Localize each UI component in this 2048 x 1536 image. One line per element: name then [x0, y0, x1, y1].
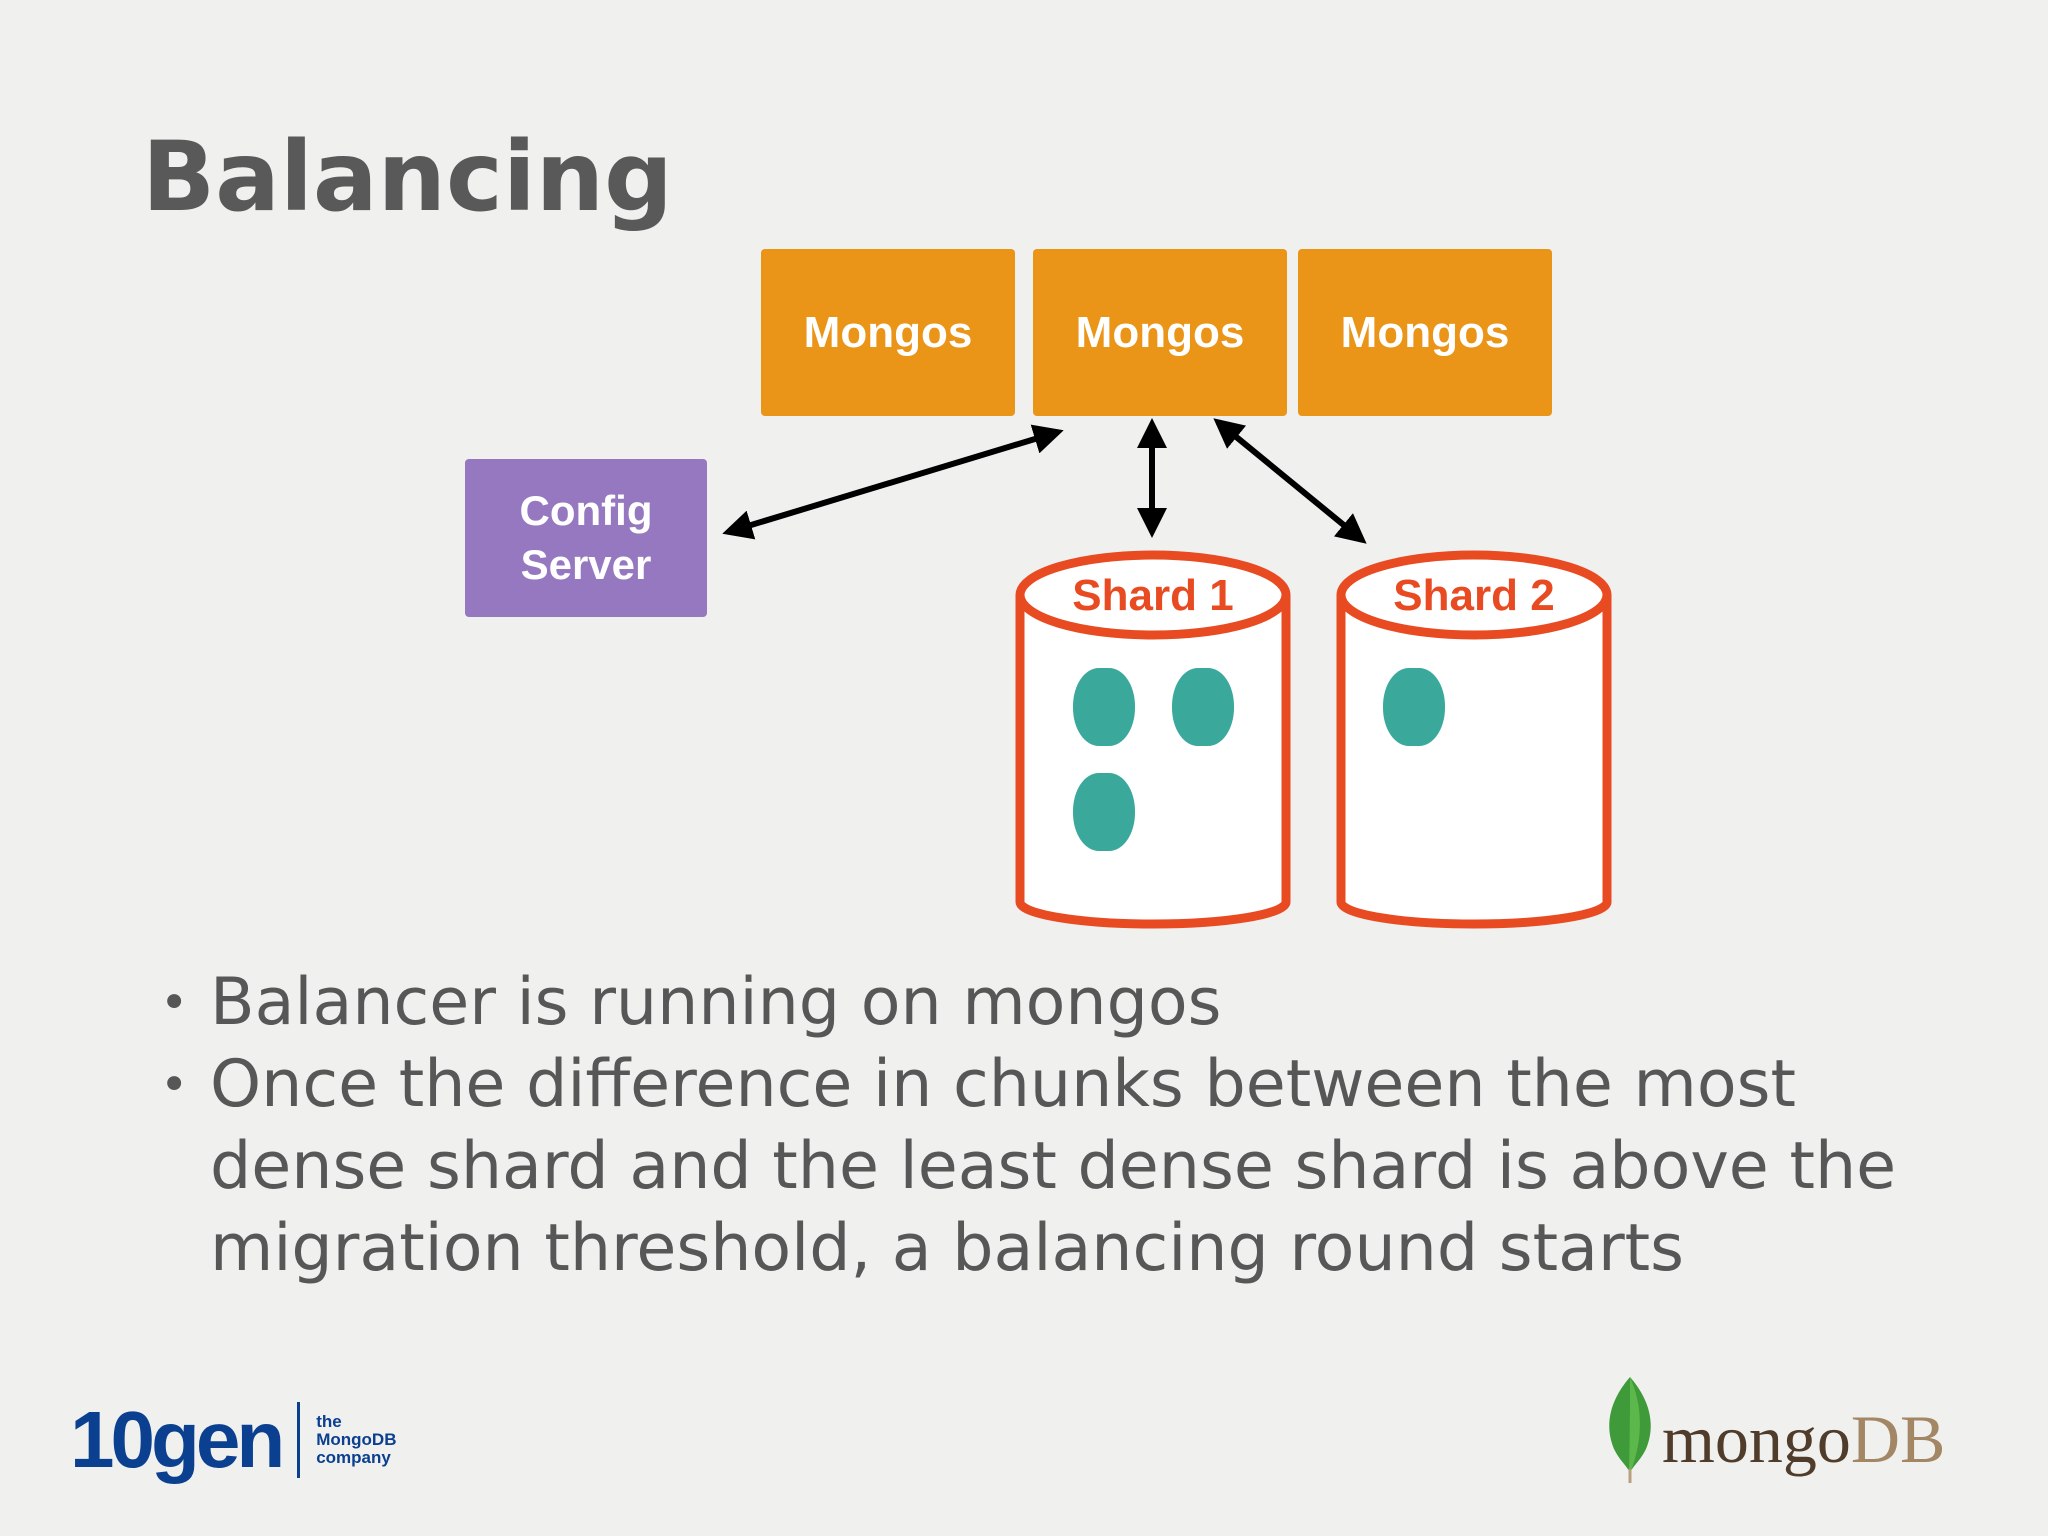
logo-divider [297, 1402, 301, 1478]
chunk [1172, 668, 1234, 746]
mongos-label: Mongos [803, 307, 973, 357]
leaf-icon [1609, 1377, 1651, 1483]
slide-title: Balancing [142, 121, 673, 233]
arrow-config-to-mongos [722, 424, 1064, 540]
mongos-box-3: Mongos [1298, 249, 1552, 416]
mongodb-logo: mongoDB [1600, 1375, 1970, 1490]
mongos-box-2: Mongos [1033, 249, 1287, 416]
shard-2-label: Shard 2 [1393, 571, 1555, 620]
bullet-list: Balancer is running on mongos Once the d… [160, 962, 1920, 1290]
arrow-mongos-to-shard2 [1213, 418, 1367, 544]
mongos-box-1: Mongos [761, 249, 1015, 416]
chunk [1073, 773, 1135, 851]
mongos-label: Mongos [1075, 307, 1245, 357]
10gen-logo: 10gen the MongoDB company [70, 1400, 396, 1480]
10gen-wordmark: 10gen [70, 1395, 285, 1484]
mongos-label: Mongos [1340, 307, 1510, 357]
chunk [1383, 668, 1445, 746]
config-server-box: Config Server [465, 459, 707, 617]
10gen-tagline: the MongoDB company [316, 1412, 397, 1467]
shard-1-label: Shard 1 [1072, 571, 1234, 620]
config-server-label-line1: Config [519, 487, 653, 534]
mongodb-wordmark: mongoDB [1662, 1401, 1946, 1477]
bullet-item: Once the difference in chunks between th… [160, 1044, 1920, 1290]
bullet-item: Balancer is running on mongos [160, 962, 1920, 1044]
chunk [1073, 668, 1135, 746]
config-server-label-line2: Server [520, 541, 652, 588]
